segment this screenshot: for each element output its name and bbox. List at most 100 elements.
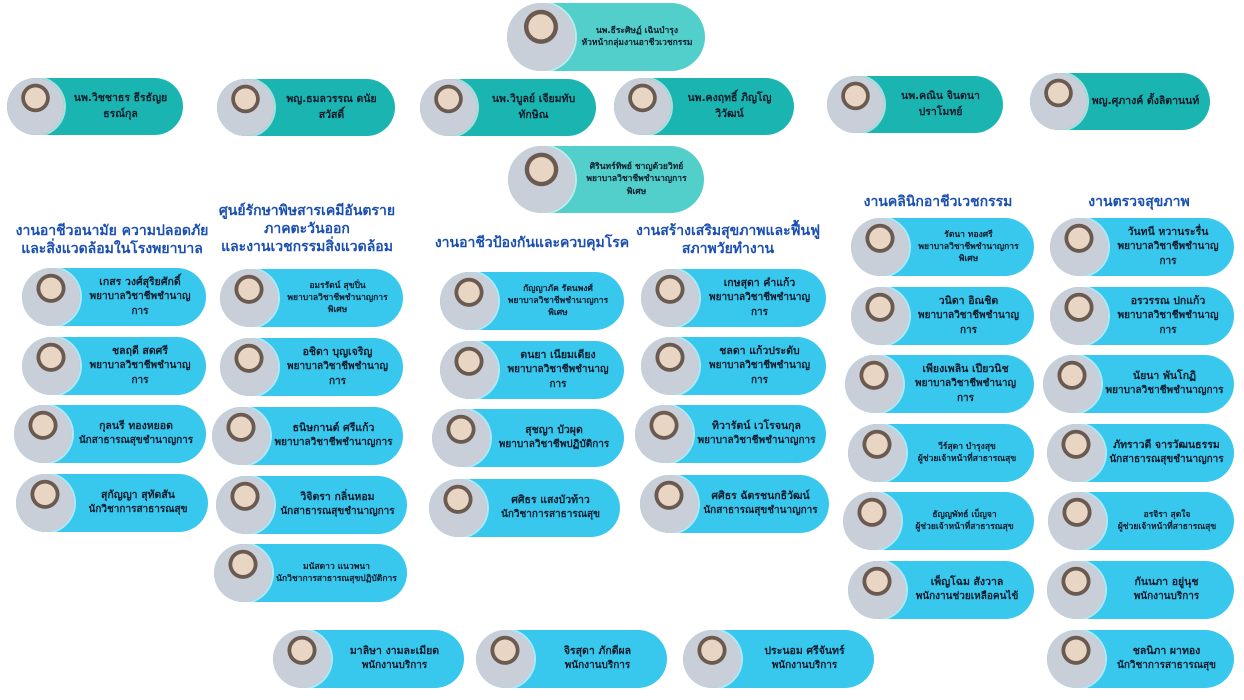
person-position: พนักงานช่วยเหลือคนไข้: [915, 591, 1019, 603]
person-photo: [507, 3, 575, 71]
person-photo: [827, 76, 884, 133]
section-heading-line: และงานเวชกรรมสิ่งแวดล้อม: [221, 239, 393, 256]
person-position: ผู้ช่วยเจ้าหน้าที่สาธารณสุข: [917, 454, 1017, 464]
head-card: นพ.ธีระศิษฏ์ เฉินบำรุงหัวหน้ากลุ่มงานอาช…: [507, 3, 705, 71]
person-photo: [1047, 424, 1105, 482]
person-name: นัยนา พันโกฏิ: [1132, 370, 1197, 383]
staff-card: ดนยา เนียมเดียงพยาบาลวิชาชีพชำนาญการ: [440, 341, 624, 399]
person-photo: [1050, 218, 1108, 276]
person-name: มาลิษา งามละเมียด: [349, 645, 440, 658]
person-name: กันนภา อยู่นุช: [1134, 576, 1199, 589]
staff-card: นัยนา พันโกฏิพยาบาลวิชาชีพชำนาญการ: [1043, 355, 1234, 413]
person-position: นักวิชาการสาธารณสุข: [1117, 660, 1216, 672]
staff-card: มนัสดาว แนวพนานักวิชาการสาธารณสุขปฏิบัติ…: [214, 544, 407, 602]
person-name: เกสร วงศ์สุริยศักดิ์: [99, 275, 181, 288]
doctor-card: นพ.วิบูลย์ เจียมทับทักษิณ: [420, 79, 596, 136]
staff-card: ศศิธร ฉัตรชนกธิวัฒน์นักสาธารณสุขชำนาญการ: [640, 475, 829, 533]
person-name: มนัสดาว แนวพนา: [303, 561, 370, 572]
person-name: เพ็ญโฉม สังวาล: [930, 576, 1004, 589]
staff-card: รัตนา ทองศรีพยาบาลวิชาชีพชำนาญการพิเศษ: [851, 218, 1034, 276]
section-heading-line: สภาพวัยทำงาน: [681, 241, 775, 258]
person-name: จิรสุดา ภักดีผล: [563, 645, 632, 658]
person-name: กัญญาภัค รัตนพงศ์: [523, 283, 593, 294]
staff-card: ธนิษกานต์ ศรีแก้วพยาบาลวิชาชีพชำนาญการ: [212, 407, 403, 465]
person-position: พยาบาลวิชาชีพปฏิบัติการ: [498, 439, 610, 451]
staff-card: วันทนี หวานระรื่นพยาบาลวิชาชีพชำนาญการ: [1050, 218, 1234, 276]
person-position: พยาบาลวิชาชีพชำนาญการ: [89, 291, 191, 317]
person-photo: [16, 474, 74, 532]
person-name: นพ.วิบูลย์ เจียมทับทักษิณ: [491, 93, 576, 121]
person-photo: [843, 492, 901, 550]
staff-card: ทิวารัตน์ เวโรจนกุลพยาบาลวิชาชีพชำนาญการ: [635, 405, 826, 463]
person-name: ธนิษกานต์ ศรีแก้ว: [292, 422, 375, 435]
section-heading-line: และสิ่งแวดล้อมในโรงพยาบาล: [21, 241, 203, 258]
person-photo: [851, 218, 909, 276]
person-name: นพ.คงฤทธิ์ ภิญโญวิวัฒน์: [687, 92, 772, 120]
staff-card: มาลิษา งามละเมียดพนักงานบริการ: [273, 630, 464, 688]
person-position: พยาบาลวิชาชีพชำนาญการ: [709, 360, 810, 386]
doctor-card: พญ.ศุภางค์ ตั้งลิตานนท์: [1030, 73, 1210, 130]
section-heading: งานอาชีวป้องกันและควบคุมโรค: [435, 234, 629, 252]
staff-card: กัญญาภัค รัตนพงศ์พยาบาลวิชาชีพชำนาญการพิ…: [440, 272, 624, 330]
person-photo: [851, 287, 909, 345]
person-name: อมรรัตน์ สุขปิ่น: [309, 280, 366, 291]
person-photo: [1043, 355, 1101, 413]
staff-card: จิรสุดา ภักดีผลพนักงานบริการ: [476, 630, 667, 688]
section-heading: ศูนย์รักษาพิษสารเคมีอันตรายภาคตะวันออกแล…: [219, 202, 395, 257]
person-photo: [508, 146, 575, 213]
person-position: พยาบาลวิชาชีพชำนาญการ: [709, 292, 810, 318]
person-name: นพ.ธีระศิษฏ์ เฉินบำรุง: [595, 25, 679, 36]
person-photo: [214, 544, 272, 602]
staff-card: อรจิรา สุดใจผู้ช่วยเจ้าหน้าที่สาธารณสุข: [1048, 492, 1234, 550]
person-photo: [683, 630, 741, 688]
staff-card: ภัทราวดี จารวัฒนธรรมนักสาธารณสุขชำนาญการ: [1047, 424, 1234, 482]
person-name: อชิดา บุญเจริญ: [302, 345, 373, 358]
person-photo: [476, 630, 534, 688]
section-heading: งานตรวจสุขภาพ: [1088, 193, 1189, 211]
person-position: พยาบาลวิชาชีพชำนาญการ: [697, 435, 816, 447]
person-name: นพ.วิชชาธร ธีรธัญยธรณ์กุล: [73, 92, 168, 120]
person-position: พยาบาลวิชาชีพชำนาญการพิเศษ: [586, 174, 687, 197]
staff-card: เพ็ญโฉม สังวาลพนักงานช่วยเหลือคนไข้: [848, 561, 1034, 619]
person-name: นพ.คณิน จินตนาปราโมทย์: [901, 90, 980, 118]
person-position: พยาบาลวิชาชีพชำนาญการ: [507, 364, 609, 390]
person-position: พยาบาลวิชาชีพชำนาญการ: [918, 310, 1019, 336]
section-heading: งานอาชีวอนามัย ความปลอดภัยและสิ่งแวดล้อม…: [16, 222, 209, 258]
doctor-card: นพ.คงฤทธิ์ ภิญโญวิวัฒน์: [614, 78, 794, 135]
staff-card: กุลนรี ทองหยอดนักสาธารณสุขชำนาญการ: [14, 405, 206, 463]
person-photo: [845, 355, 903, 413]
person-position: ผู้ช่วยเจ้าหน้าที่สาธารณสุข: [1117, 522, 1217, 532]
person-position: พยาบาลวิชาชีพชำนาญการ: [915, 378, 1016, 404]
section-heading: งานสร้างเสริมสุขภาพและฟื้นฟูสภาพวัยทำงาน: [636, 222, 820, 258]
person-position: พยาบาลวิชาชีพชำนาญการ: [1117, 310, 1219, 336]
person-name: สุชญา บัวผุด: [525, 424, 583, 437]
section-heading-line: งานตรวจสุขภาพ: [1088, 194, 1190, 210]
person-position: นักสาธารณสุขชำนาญการ: [1109, 454, 1224, 466]
person-position: พยาบาลวิชาชีพชำนาญการ: [89, 360, 191, 386]
staff-card: อรวรรณ ปกแก้วพยาบาลวิชาชีพชำนาญการ: [1050, 287, 1234, 345]
person-name: อรจิรา สุดใจ: [1143, 509, 1191, 520]
person-photo: [7, 78, 64, 135]
person-photo: [1047, 561, 1105, 619]
person-name: ชลฤดี สดศรี: [112, 344, 168, 357]
person-position: นักวิชาการสาธารณสุขปฏิบัติการ: [276, 574, 397, 584]
person-photo: [1048, 492, 1106, 550]
person-photo: [22, 268, 80, 326]
doctor-card: นพ.คณิน จินตนาปราโมทย์: [827, 76, 1003, 133]
person-name: พญ.ธมลวรรณ ดนัยสวัสดิ์: [286, 93, 377, 121]
person-position: พยาบาลวิชาชีพชำนาญการ: [1105, 385, 1224, 397]
person-photo: [440, 272, 498, 330]
staff-card: ชลดา แก้วประดับพยาบาลวิชาชีพชำนาญการ: [641, 337, 826, 395]
person-position: พยาบาลวิชาชีพชำนาญการ: [287, 361, 388, 387]
person-position: พยาบาลวิชาชีพชำนาญการพิเศษ: [287, 292, 388, 316]
head-nurse-card: ศิรินทร์ทิพย์ ชาญด้วยวิทย์พยาบาลวิชาชีพช…: [508, 146, 704, 213]
person-photo: [614, 78, 671, 135]
staff-card: ธัญญพัทธ์ เบ็ญจาผู้ช่วยเจ้าหน้าที่สาธารณ…: [843, 492, 1034, 550]
person-position: พยาบาลวิชาชีพชำนาญการพิเศษ: [918, 241, 1019, 265]
person-name: อรวรรณ ปกแก้ว: [1130, 294, 1206, 307]
person-name: ธัญญพัทธ์ เบ็ญจา: [932, 509, 997, 520]
doctor-card: นพ.วิชชาธร ธีรธัญยธรณ์กุล: [7, 78, 183, 135]
person-name: ประนอม ศรีจันทร์: [764, 645, 845, 658]
person-name: ชลนิภา ผาทอง: [1132, 645, 1201, 658]
staff-card: เกษสุดา คำแก้วพยาบาลวิชาชีพชำนาญการ: [641, 269, 826, 327]
